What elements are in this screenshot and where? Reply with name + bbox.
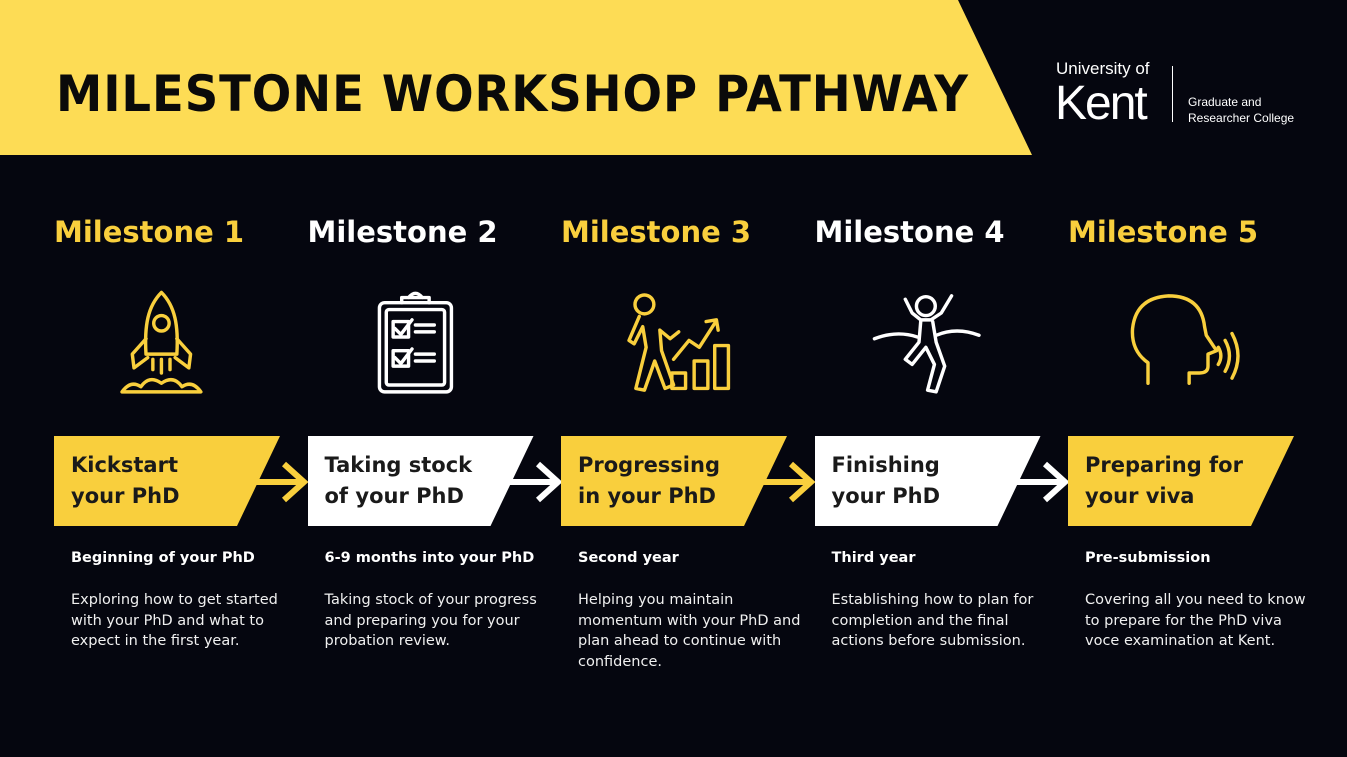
- arrow-right-icon: [761, 461, 816, 503]
- stage-line1: Preparing for: [1085, 453, 1243, 477]
- milestone-description: Establishing how to plan for completion …: [831, 592, 1034, 650]
- milestone-3: Milestone 3 Progressing in your PhD Secon…: [561, 0, 816, 757]
- milestone-5: Milestone 5 Preparing for your viva Pre-s…: [1068, 0, 1322, 757]
- title-banner: [0, 0, 1032, 155]
- milestone-timing: Third year: [831, 550, 916, 566]
- milestone-stage-box: Finishing your PhD: [814, 436, 1041, 526]
- logo-university-text: University of: [1056, 59, 1150, 78]
- milestone-stage-box: Preparing for your viva: [1068, 436, 1294, 526]
- milestone-title: Milestone 2: [307, 215, 498, 249]
- logo-college-line2: Researcher College: [1188, 111, 1295, 125]
- milestone-timing: Beginning of your PhD: [71, 550, 255, 566]
- stage-line2: your PhD: [71, 484, 180, 508]
- milestone-description: Taking stock of your progress and prepar…: [324, 592, 537, 650]
- milestone-1: Milestone 1 Kickstart your PhD Beginning …: [54, 0, 309, 757]
- milestone-description: Helping you maintain momentum with your …: [578, 592, 801, 671]
- speaking-head-icon: [1130, 294, 1240, 385]
- milestone-timing: 6-9 months into your PhD: [324, 550, 535, 566]
- milestone-timing: Second year: [578, 550, 679, 566]
- arrow-right-icon: [1014, 461, 1069, 503]
- logo-divider: [1172, 66, 1173, 122]
- rocket-icon: [120, 290, 203, 394]
- milestone-2: Milestone 2 Taking stock of your PhD 6-9 …: [307, 0, 562, 757]
- milestone-description: Covering all you need to know to prepare…: [1085, 592, 1306, 650]
- university-logo: University of Kent Graduate and Research…: [1055, 60, 1305, 132]
- stage-line2: in your PhD: [578, 484, 716, 508]
- logo-college-line1: Graduate and: [1188, 95, 1262, 109]
- stage-line1: Taking stock: [324, 453, 473, 477]
- milestone-title: Milestone 5: [1068, 215, 1259, 249]
- stage-line2: your viva: [1085, 484, 1195, 508]
- milestone-title: Milestone 3: [561, 215, 752, 249]
- milestone-stage-box: Kickstart your PhD: [54, 436, 280, 526]
- logo-kent-text: Kent: [1055, 77, 1148, 130]
- stage-line2: your PhD: [831, 484, 941, 508]
- milestone-title: Milestone 1: [54, 215, 245, 249]
- milestone-description: Exploring how to get started with your P…: [71, 592, 278, 650]
- milestone-stage-box: Taking stock of your PhD: [307, 436, 534, 526]
- climbing-progress-icon: [627, 293, 731, 392]
- stage-line1: Kickstart: [71, 453, 178, 477]
- milestone-4: Milestone 4 Finishing your PhD Third year…: [814, 0, 1069, 757]
- stage-line1: Progressing: [578, 453, 720, 477]
- stage-line1: Finishing: [831, 453, 940, 477]
- milestone-title: Milestone 4: [814, 215, 1005, 249]
- finish-line-runner-icon: [872, 294, 981, 394]
- arrow-right-icon: [507, 461, 562, 503]
- milestone-stage-box: Progressing in your PhD: [561, 436, 787, 526]
- page-title: MILESTONE WORKSHOP PATHWAY: [56, 65, 969, 123]
- logo-college: Graduate and Researcher College: [1188, 94, 1294, 126]
- stage-line2: of your PhD: [324, 484, 464, 508]
- clipboard-checklist-icon: [377, 291, 453, 394]
- milestone-timing: Pre-submission: [1085, 550, 1211, 566]
- arrow-right-icon: [254, 461, 309, 503]
